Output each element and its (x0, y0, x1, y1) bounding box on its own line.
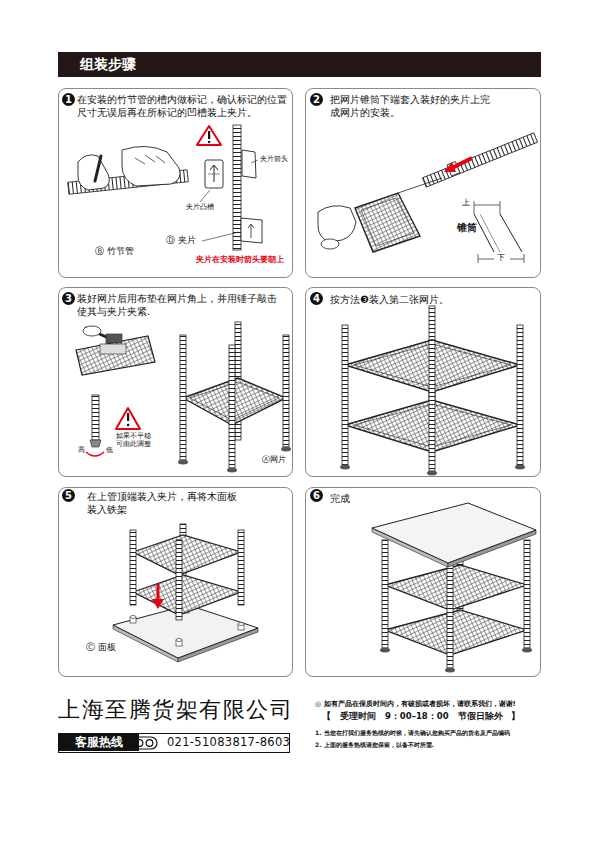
note: 如果不平稳可由此调整 (116, 432, 153, 448)
part-label: Ⓐ网片 (262, 455, 286, 464)
part-label: Ⓑ 竹节管 (95, 247, 134, 257)
step6-art (372, 503, 536, 673)
phone-number: 021-51083817-8603 (167, 734, 291, 751)
hotline-box: 021-51083817-8603 客服热线 (58, 733, 290, 753)
step-instruction: 在上管顶端装入夹片，再将木面板装入铁架 (87, 488, 245, 516)
step4-art (340, 306, 525, 476)
step-panel: 把网片锥筒下端套入装好的夹片上完成网片的安装。 (305, 88, 541, 278)
dimension-label: 上 (462, 198, 470, 207)
step2-art (318, 133, 538, 263)
title-band (58, 52, 541, 77)
step-instruction: 装好网片后用布垫在网片角上，并用锤子敲击使其与夹片夹紧. (77, 288, 283, 318)
company-name: 上海至腾货架有限公司 (58, 697, 293, 722)
hotline-tag: 客服热线 (59, 734, 139, 751)
part-label: 夹片凸槽 (186, 203, 214, 211)
step-instruction: 在安装的竹节管的槽内做标记，确认标记的位置尺寸无误后再在所标记的凹槽装上夹片。 (77, 89, 291, 119)
callout-number: 3 (62, 292, 75, 305)
callout-number: 5 (62, 489, 75, 502)
callout-number: 4 (310, 292, 323, 305)
part-label: Ⓓ 夹片 (166, 236, 196, 246)
step-instruction: 把网片锥筒下端套入装好的夹片上完成网片的安装。 (330, 89, 490, 119)
step-instruction: 完成 (330, 488, 480, 505)
step-panel: 在安装的竹节管的槽内做标记，确认标记的位置尺寸无误后再在所标记的凹槽装上夹片。 (58, 88, 293, 278)
service-note: ◎ 如有产品在保质时间内，有破损或者损坏，请联系我们，谢谢! (315, 700, 516, 708)
callout-number: 1 (62, 93, 75, 106)
part-label: Ⓒ 面板 (86, 643, 116, 653)
step1-art (68, 125, 262, 250)
adjust-label: 高 (78, 447, 85, 454)
step3-art (76, 322, 291, 473)
adjust-label: 低 (106, 447, 113, 454)
service-note: 2. 上面的服务热线请您保留，以备不时所需. (315, 742, 434, 749)
step5-art (113, 524, 258, 662)
callout-number: 2 (310, 93, 323, 106)
step-panel: 完成 (305, 487, 541, 677)
part-label: 夹片箭头 (260, 155, 288, 163)
step-instruction: 按方法❸装入第二张网片。 (330, 288, 530, 306)
step-panel: 按方法❸装入第二张网片。 (305, 287, 541, 477)
dimension-label: 下 (497, 253, 505, 262)
hotline-tag-text: 客服热线 (59, 734, 139, 751)
callout-number: 6 (310, 489, 323, 502)
part-label: 锥筒 (456, 222, 478, 234)
step-panel: 装好网片后用布垫在网片角上，并用锤子敲击使其与夹片夹紧. (58, 287, 293, 477)
service-note: 1. 当您在打我们服务热线的时候，请先确认您购买产品的货名及产品编码 (315, 730, 510, 737)
service-hours: 【 受理时间 9：00–18：00 节假日除外 】 (322, 712, 521, 722)
warning-note: 夹片在安装时箭头要朝上 (196, 256, 284, 265)
title-text: 组装步骤 (80, 56, 136, 73)
